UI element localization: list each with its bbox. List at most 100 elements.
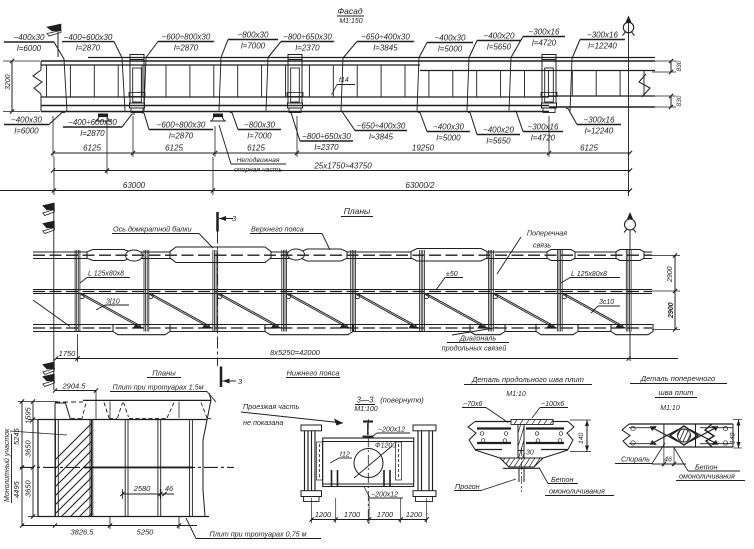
svg-text:3: 3: [232, 214, 237, 223]
svg-text:2900: 2900: [667, 266, 674, 283]
svg-text:5250: 5250: [137, 528, 155, 537]
svg-text:1200: 1200: [406, 510, 422, 519]
svg-text:М1:10: М1:10: [660, 405, 680, 412]
svg-text:1750: 1750: [59, 349, 77, 358]
svg-text:−400x20: −400x20: [484, 32, 515, 41]
svg-text:1700: 1700: [344, 510, 360, 519]
svg-text:3с10: 3с10: [599, 299, 614, 306]
svg-text:l≈12240: l≈12240: [585, 127, 614, 136]
svg-text:L 125x80x8: L 125x80x8: [88, 271, 124, 278]
svg-text:l=7000: l=7000: [241, 42, 266, 51]
svg-text:−400÷600x30: −400÷600x30: [64, 33, 113, 42]
svg-text:l=4720: l=4720: [532, 39, 557, 48]
svg-text:Деталь поперечного: Деталь поперечного: [640, 374, 715, 383]
svg-text:шва плит: шва плит: [658, 388, 693, 397]
svg-text:−400x30: −400x30: [14, 33, 45, 42]
svg-text:1200: 1200: [315, 510, 331, 519]
svg-text:l=5650: l=5650: [486, 137, 511, 146]
svg-text:−600÷800x30: −600÷800x30: [157, 121, 206, 130]
svg-text:l=7000: l=7000: [247, 132, 272, 141]
svg-text:3: 3: [238, 377, 243, 386]
svg-text:−200x12: −200x12: [378, 427, 405, 434]
svg-text:l=3845: l=3845: [373, 44, 398, 53]
svg-text:l=4720: l=4720: [531, 134, 556, 143]
svg-text:l=12240: l=12240: [588, 42, 617, 51]
svg-text:l≈3845: l≈3845: [369, 133, 394, 142]
svg-text:Нижнего пояса: Нижнего пояса: [287, 369, 340, 378]
svg-text:2580: 2580: [133, 484, 152, 493]
svg-text:−800x30: −800x30: [244, 121, 275, 130]
svg-text:−300x16: −300x16: [587, 31, 618, 40]
svg-text:6125: 6125: [580, 144, 598, 153]
svg-text:−800x30: −800x30: [238, 31, 269, 40]
svg-text:2904.5: 2904.5: [62, 382, 87, 391]
svg-text:6125: 6125: [247, 144, 265, 153]
svg-text:М1:150: М1:150: [339, 18, 362, 25]
svg-text:Планы: Планы: [344, 206, 371, 216]
svg-text:опорная часть: опорная часть: [234, 167, 282, 174]
svg-text:М1:100: М1:100: [354, 406, 377, 413]
svg-text:Деталь продольного шва плит: Деталь продольного шва плит: [471, 375, 584, 384]
svg-text:−70x6: −70x6: [463, 401, 482, 408]
svg-text:−200x12: −200x12: [371, 492, 398, 499]
svg-text:−300x16: −300x16: [529, 28, 560, 37]
svg-text:8x5250=42000: 8x5250=42000: [270, 348, 321, 357]
svg-text:5245: 5245: [12, 427, 21, 445]
svg-text:63000/2: 63000/2: [406, 181, 435, 190]
svg-text:t12: t12: [340, 452, 350, 459]
svg-text:3[10: 3[10: [106, 299, 120, 306]
svg-text:−300x16: −300x16: [584, 116, 615, 125]
svg-text:25x1750≈43750: 25x1750≈43750: [313, 162, 372, 171]
svg-text:46: 46: [664, 457, 672, 464]
svg-text:63000: 63000: [123, 181, 146, 190]
svg-text:продольных связей: продольных связей: [442, 344, 507, 353]
svg-text:связь: связь: [533, 241, 551, 250]
svg-text:−600÷800x30: −600÷800x30: [162, 33, 211, 42]
svg-text:−400x30: −400x30: [11, 116, 42, 125]
svg-text:46: 46: [165, 484, 174, 493]
svg-text:3826.5: 3826.5: [71, 528, 95, 537]
svg-text:омоноличивания: омоноличивания: [679, 472, 735, 481]
svg-text:Фасад: Фасад: [337, 6, 362, 16]
svg-text:2900: 2900: [668, 302, 675, 319]
svg-text:6125: 6125: [165, 144, 183, 153]
svg-text:l=2870: l=2870: [80, 129, 105, 138]
svg-text:l=2870: l=2870: [174, 44, 199, 53]
svg-text:1595: 1595: [24, 406, 33, 424]
svg-text:(повернуто): (повернуто): [380, 396, 424, 405]
svg-text:−800÷650x30: −800÷650x30: [283, 33, 332, 42]
svg-text:30: 30: [526, 450, 534, 457]
svg-text:3650: 3650: [24, 439, 33, 457]
svg-text:Неподвижная: Неподвижная: [236, 156, 279, 164]
svg-text:140: 140: [578, 432, 585, 444]
svg-text:М1:10: М1:10: [506, 391, 526, 398]
svg-text:−800÷650x30: −800÷650x30: [302, 132, 351, 141]
svg-text:l=2370: l=2370: [314, 143, 339, 152]
svg-text:830: 830: [676, 95, 683, 106]
svg-text:l=2370: l=2370: [295, 44, 320, 53]
svg-text:−300x16: −300x16: [528, 123, 559, 132]
svg-text:Верхнего пояса: Верхнего пояса: [251, 225, 304, 234]
svg-text:не показана: не показана: [243, 418, 283, 427]
svg-text:−650÷400x30: −650÷400x30: [361, 33, 410, 42]
svg-text:Спираль: Спираль: [621, 455, 650, 464]
svg-text:Бетон: Бетон: [695, 463, 717, 472]
svg-text:l=6000: l=6000: [14, 127, 39, 136]
svg-text:1700: 1700: [377, 510, 393, 519]
svg-text:−400x30: −400x30: [435, 34, 466, 43]
svg-text:омоноличивания: омоноличивания: [549, 487, 605, 496]
svg-text:Планы: Планы: [152, 369, 176, 378]
svg-text:3—3: 3—3: [357, 396, 374, 405]
svg-text:Диагональ: Диагональ: [459, 334, 496, 343]
svg-text:t14: t14: [339, 77, 349, 84]
svg-text:−400x20: −400x20: [483, 126, 514, 135]
svg-text:19250: 19250: [412, 144, 435, 153]
svg-text:Ф1200: Ф1200: [375, 443, 396, 450]
svg-text:l=2870: l=2870: [76, 44, 101, 53]
svg-text:Ось домкратной балки: Ось домкратной балки: [113, 225, 192, 234]
svg-text:−100x6: −100x6: [541, 401, 564, 408]
svg-text:−400÷600x30: −400÷600x30: [68, 118, 117, 127]
svg-text:L 125x80x8: L 125x80x8: [571, 271, 607, 278]
svg-text:−400x30: −400x30: [433, 123, 464, 132]
svg-text:4495: 4495: [12, 480, 21, 498]
